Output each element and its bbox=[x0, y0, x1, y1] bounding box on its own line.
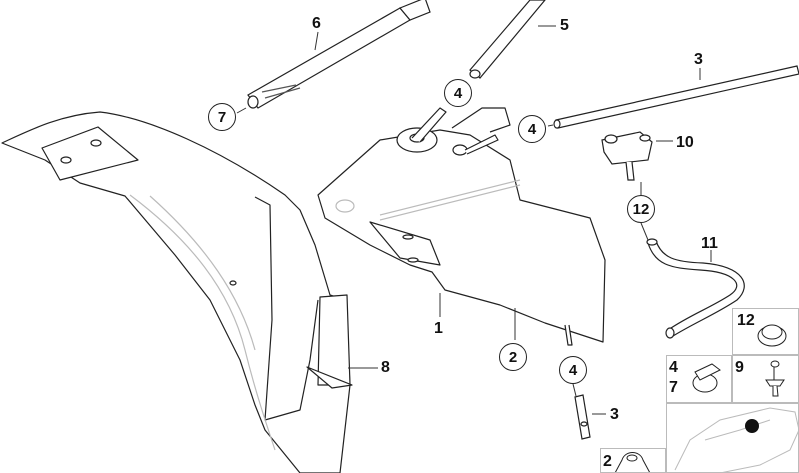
part-label-5: 5 bbox=[560, 17, 569, 34]
hose-3-short-drawing bbox=[574, 394, 591, 440]
part-label-6: 6 bbox=[312, 15, 321, 32]
inset-panel-car-location bbox=[666, 403, 799, 473]
part-label-10: 10 bbox=[676, 134, 694, 151]
hose-3-drawing bbox=[553, 65, 799, 129]
callout-4-bottom: 4 bbox=[559, 356, 587, 384]
hose-6-drawing bbox=[247, 0, 431, 109]
leader-lines bbox=[236, 25, 712, 415]
part-label-1: 1 bbox=[434, 320, 443, 337]
inset-number: 7 bbox=[669, 379, 678, 396]
callout-12: 12 bbox=[627, 195, 655, 223]
callout-4-top: 4 bbox=[444, 79, 472, 107]
reservoir-drawing bbox=[317, 107, 606, 346]
location-dot-icon bbox=[745, 419, 759, 433]
part-label-8: 8 bbox=[381, 359, 390, 376]
nozzle-10-drawing bbox=[601, 131, 653, 181]
inset-panel-2: 2 bbox=[600, 448, 666, 473]
inset-number: 12 bbox=[737, 312, 755, 329]
inset-panel-4-7: 4 7 bbox=[666, 355, 732, 403]
callout-7: 7 bbox=[208, 103, 236, 131]
inset-number: 9 bbox=[735, 359, 744, 376]
fender-liner-drawing bbox=[1, 111, 353, 473]
inset-drawings bbox=[614, 324, 799, 473]
inset-panel-9: 9 bbox=[732, 355, 799, 403]
callout-2: 2 bbox=[499, 343, 527, 371]
inset-number: 4 bbox=[669, 359, 678, 376]
part-label-11: 11 bbox=[701, 235, 718, 252]
hose-11-drawing bbox=[646, 238, 745, 339]
callout-4-right: 4 bbox=[518, 115, 546, 143]
inset-number: 2 bbox=[603, 453, 612, 470]
inset-panel-12: 12 bbox=[732, 308, 799, 355]
hose-5-drawing bbox=[469, 0, 546, 79]
part-label-3-bottom: 3 bbox=[610, 406, 619, 423]
part-label-3-top: 3 bbox=[694, 51, 703, 68]
